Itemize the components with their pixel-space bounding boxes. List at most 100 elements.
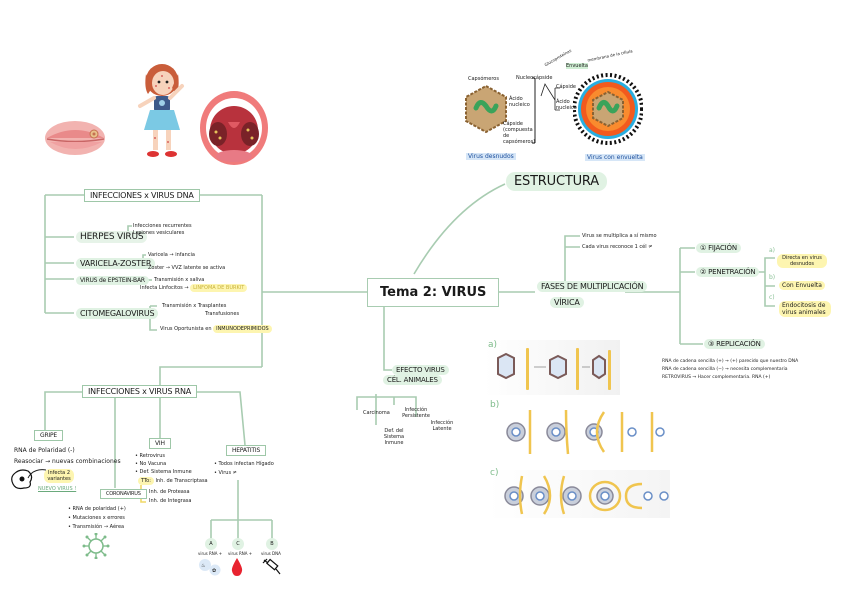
inmunodeprimidos-highlight: INMUNODEPRIMIDOS xyxy=(213,325,272,333)
efecto-item-carcinoma: Carcinoma xyxy=(363,410,390,416)
efecto-virus-title-text: CÉL. ANIMALES xyxy=(383,375,442,385)
label-capside-compuesta: Cápside (compuesta de capsómeros) xyxy=(503,121,536,145)
coronavirus-item-text: Transmisión → Aérea xyxy=(72,524,125,530)
vih-treatment: Inh. de Proteasa xyxy=(149,489,190,495)
herpes-item: Lesiones vesiculares xyxy=(133,230,185,236)
penetracion-option-b: Con Envuelta xyxy=(779,281,825,290)
fases-title-2[interactable]: VÍRICA xyxy=(550,297,584,308)
label-capsomeros: Capsómeros xyxy=(468,76,499,82)
cmv-item: Virus Oportunista en INMUNODEPRIMIDOS xyxy=(160,325,272,333)
hepatitis-b-desc: virus DNA xyxy=(261,551,281,556)
label-nucleocapside: Nucleocápside xyxy=(516,75,553,81)
label-acido-nucleico-2: Ácido nucleico xyxy=(556,99,577,111)
svg-text:♨: ♨ xyxy=(201,563,205,569)
cell-icon xyxy=(10,468,34,490)
vih-treatment: TTo: Inh. de Transcriptasa xyxy=(138,477,208,485)
replicacion-node[interactable]: ③ REPLICACIÓN xyxy=(704,339,765,349)
hepatitis-a-badge: A xyxy=(205,538,217,550)
vih-item-text: Retrovirus xyxy=(139,453,166,459)
efecto-item-def-inmune: Def. del Sistema Inmune xyxy=(383,428,405,446)
herpes-lips-image xyxy=(42,112,108,160)
option-letter: c) xyxy=(769,294,775,301)
penetracion-option-c: Endocitosis de virus animales xyxy=(779,301,831,317)
vih-item-text: No Vacuna xyxy=(139,461,167,467)
efecto-virus-title-1[interactable]: EFECTO VIRUS xyxy=(392,365,449,375)
gripe-node[interactable]: GRIPE xyxy=(34,430,63,441)
label-acido-nucleico-1: Ácido nucleico xyxy=(509,96,530,108)
rna-infections-node[interactable]: INFECCIONES x VIRUS RNA xyxy=(82,385,198,398)
penetracion-option-a: Directa en virus desnudos xyxy=(777,254,827,268)
vih-node[interactable]: VIH xyxy=(149,438,171,449)
varicela-item: Zoster → VVZ latente se activa xyxy=(148,265,226,271)
diagram-label-a: a) xyxy=(488,340,498,350)
fases-note: Cada virus reconoce 1 cél ≠ xyxy=(582,244,653,250)
throat-infection-image xyxy=(198,88,270,168)
epstein-item: Transmisión x saliva xyxy=(154,277,205,283)
varicela-item: Varicela → infancia xyxy=(148,252,195,258)
replicacion-item: RNA de cadena sencilla (+) → (+) parecid… xyxy=(662,359,799,364)
syringe-icon xyxy=(262,557,282,577)
nuevo-virus-label: NUEVO VIRUS ! xyxy=(38,486,77,492)
hepatitis-item-text: Virus ≠ xyxy=(218,470,237,476)
central-topic[interactable]: Tema 2: VIRUS xyxy=(367,278,500,307)
food-icon: ♨✿ xyxy=(198,558,222,576)
coronavirus-item-text: RNA de polaridad (+) xyxy=(72,506,126,512)
coronavirus-item-text: Mutaciones x errores xyxy=(72,515,125,521)
replicacion-item: RNA de cadena sencilla (−) → necesita co… xyxy=(662,367,788,372)
penetration-diagram-a xyxy=(484,340,620,395)
vih-item: • No Vacuna xyxy=(135,461,167,467)
coronavirus-icon xyxy=(82,532,110,560)
herpes-item: Infecciones recurrentes xyxy=(133,223,192,229)
enveloped-virus-diagram xyxy=(572,70,644,148)
efecto-virus-title-2[interactable]: CÉL. ANIMALES xyxy=(383,375,442,385)
gripe-item: Reasociar → nuevas combinaciones xyxy=(14,458,121,465)
hepatitis-b-badge: B xyxy=(266,538,278,550)
hepatitis-a-desc: virus RNA + xyxy=(198,551,223,556)
coronavirus-item: • Transmisión → Aérea xyxy=(68,524,125,530)
hepatitis-c-desc: virus RNA + xyxy=(228,551,253,556)
herpes-virus-node[interactable]: HERPES VIRUS xyxy=(76,231,148,243)
naked-virus-diagram xyxy=(462,84,510,134)
penetracion-node[interactable]: ② PENETRACIÓN xyxy=(696,267,760,277)
varicella-girl-image xyxy=(132,58,192,162)
gripe-variantes-highlight: Infecta 2 variantes xyxy=(44,469,74,483)
varicela-zoster-node[interactable]: VARICELA-ZOSTER xyxy=(76,258,156,269)
fijacion-node[interactable]: ① FIJACIÓN xyxy=(696,243,741,253)
cmv-item-text: Virus Oportunista en xyxy=(160,326,212,332)
citomegalovirus-node[interactable]: CITOMEGALOVIRUS xyxy=(76,308,159,319)
penetration-diagram-b xyxy=(484,402,670,457)
epstein-item: Infecta Linfocitos → LINFOMA DE BURKIT xyxy=(140,284,248,292)
efecto-item-persistente: Infección Persistente xyxy=(402,407,430,419)
vih-item-text: Def. Sistema Inmune xyxy=(139,469,192,475)
hepatitis-node[interactable]: HEPATITIS xyxy=(226,445,267,456)
cmv-item: Transmisión x Trasplantes xyxy=(162,303,227,309)
hepatitis-item: • Todos infectan Hígado xyxy=(214,461,274,467)
option-letter: b) xyxy=(769,274,776,281)
hepatitis-item-text: Todos infectan Hígado xyxy=(218,461,274,467)
tto-label: TTo: xyxy=(138,477,154,485)
enveloped-virus-caption: Virus con envuelta xyxy=(585,154,645,161)
efecto-virus-title-text: EFECTO VIRUS xyxy=(392,365,449,375)
vih-item: • Retrovirus xyxy=(135,453,166,459)
label-capside: Cápside xyxy=(556,84,576,90)
hepatitis-c-badge: C xyxy=(232,538,244,550)
gripe-item: RNA de Polaridad (-) xyxy=(14,447,75,454)
coronavirus-node[interactable]: CORONAVIRUS xyxy=(100,489,147,499)
fases-title-1[interactable]: FASES DE MULTIPLICACIÓN xyxy=(537,281,648,292)
coronavirus-item: • Mutaciones x errores xyxy=(68,515,125,521)
fases-note: Virus se multiplica a sí mismo xyxy=(582,233,657,239)
coronavirus-item: • RNA de polaridad (+) xyxy=(68,506,126,512)
cmv-item: Transfusiones xyxy=(205,311,240,317)
efecto-item-latente: Infección Latente xyxy=(430,420,454,432)
epstein-bar-node[interactable]: VIRUS de EPSTEIN-BAR xyxy=(76,276,149,285)
option-letter: a) xyxy=(769,247,776,254)
fases-title-text: VÍRICA xyxy=(550,297,584,308)
replicacion-item: RETROVIRUS → Hacer complementaria. RNA (… xyxy=(662,375,771,380)
blood-drop-icon xyxy=(231,557,243,577)
dna-infections-node[interactable]: INFECCIONES x VIRUS DNA xyxy=(84,189,200,202)
diagram-label-b: b) xyxy=(490,400,500,410)
vih-treatment: Inh. de Integrasa xyxy=(149,498,192,504)
epstein-item-text: Infecta Linfocitos → xyxy=(140,285,189,291)
estructura-node[interactable]: ESTRUCTURA xyxy=(506,172,607,191)
diagram-label-c: c) xyxy=(490,468,499,478)
